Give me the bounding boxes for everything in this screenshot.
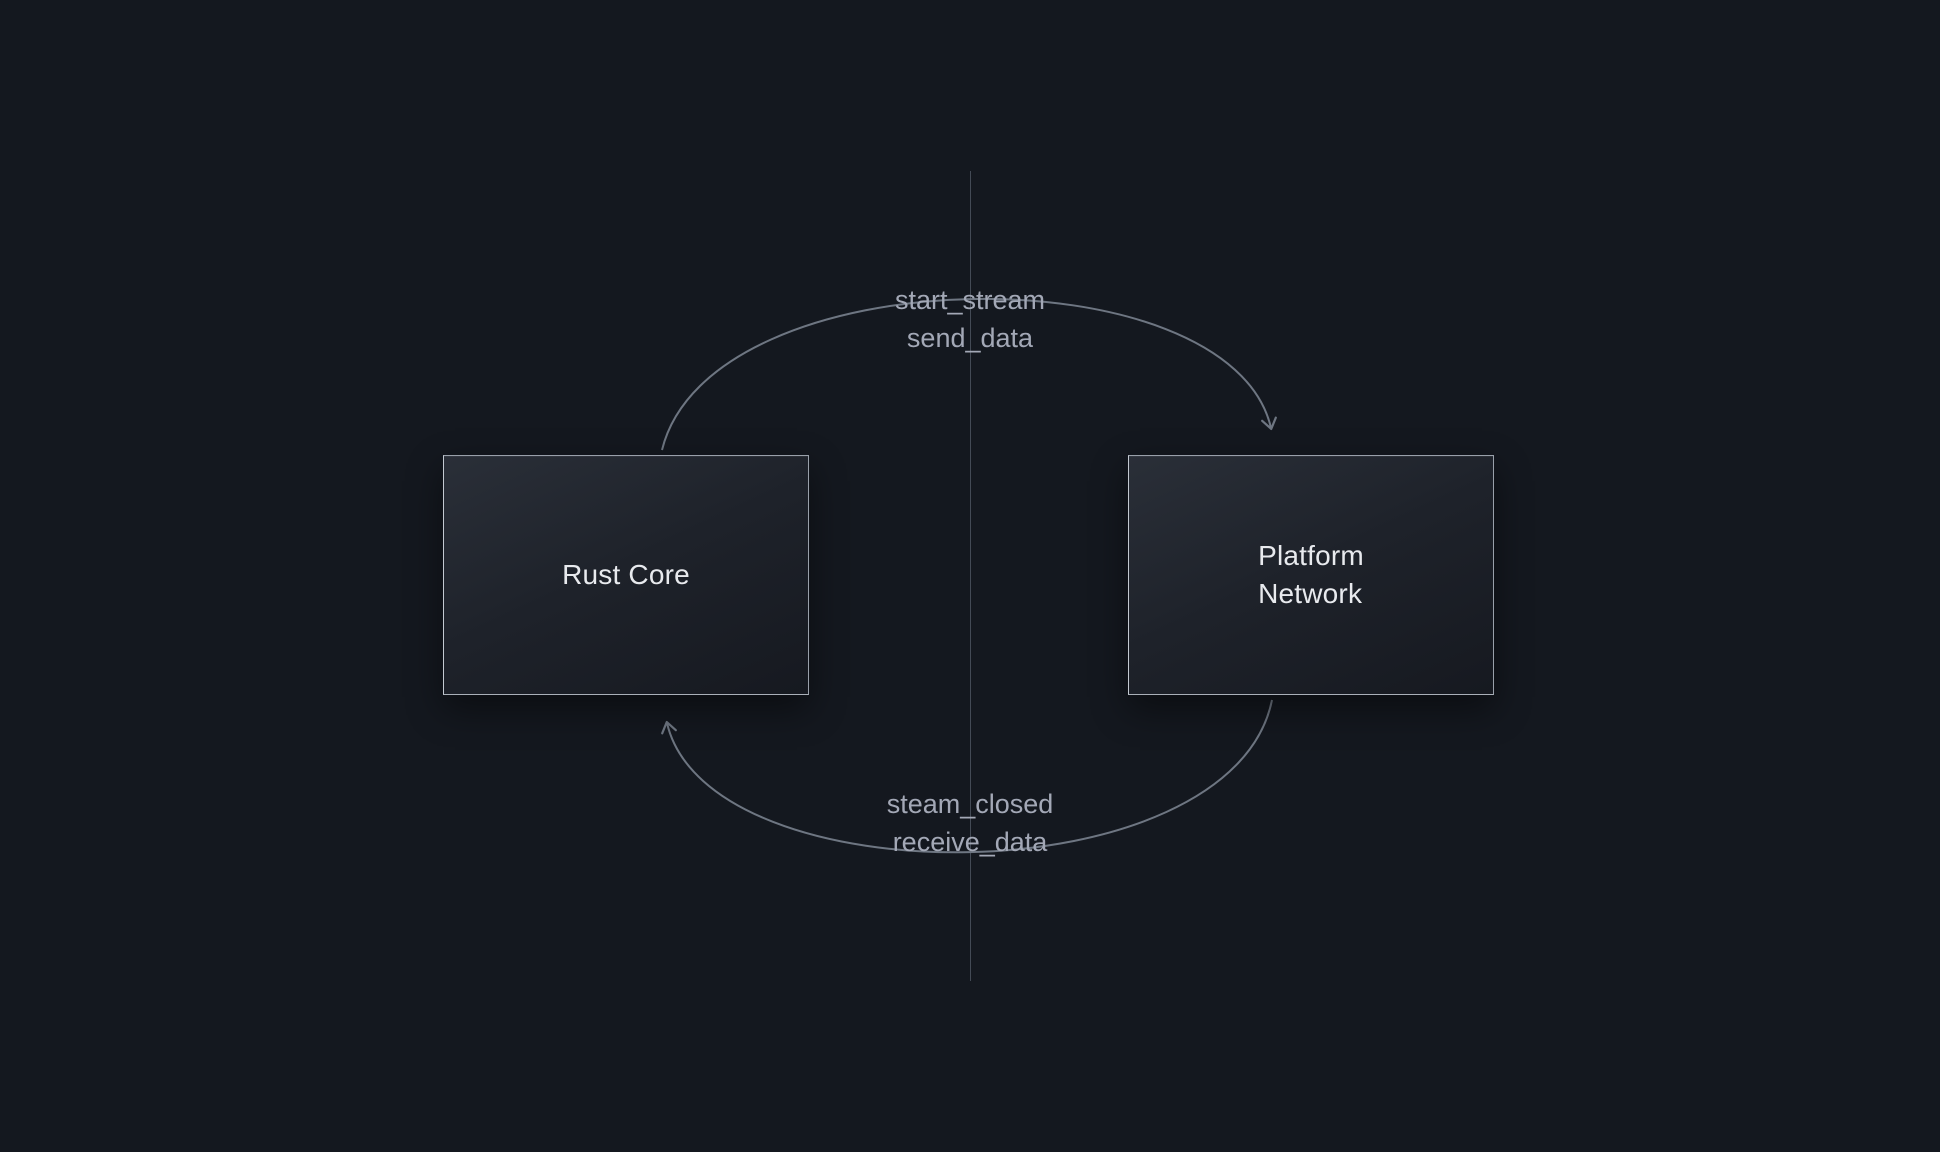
node-platform-network-line-1: Platform <box>1258 540 1364 571</box>
node-platform-network-line-2: Network <box>1258 578 1363 609</box>
edge-label-start-stream: start_stream <box>894 285 1046 315</box>
edge-label-receive-data: receive_data <box>892 827 1048 857</box>
edge-label-send-data: send_data <box>906 323 1034 353</box>
edge-labels-bottom: steam_closed receive_data <box>887 785 1054 861</box>
edge-arc-top <box>661 297 1277 451</box>
node-rust-core-label: Rust Core <box>562 559 690 590</box>
edge-arc-bottom <box>661 699 1273 854</box>
node-rust-core: Rust Core <box>443 455 809 695</box>
edge-label-steam-closed: steam_closed <box>886 789 1054 819</box>
node-platform-network: Platform Network <box>1128 455 1494 695</box>
edge-labels-top: start_stream send_data <box>895 281 1045 357</box>
node-platform-network-label: Platform Network <box>1258 537 1364 613</box>
